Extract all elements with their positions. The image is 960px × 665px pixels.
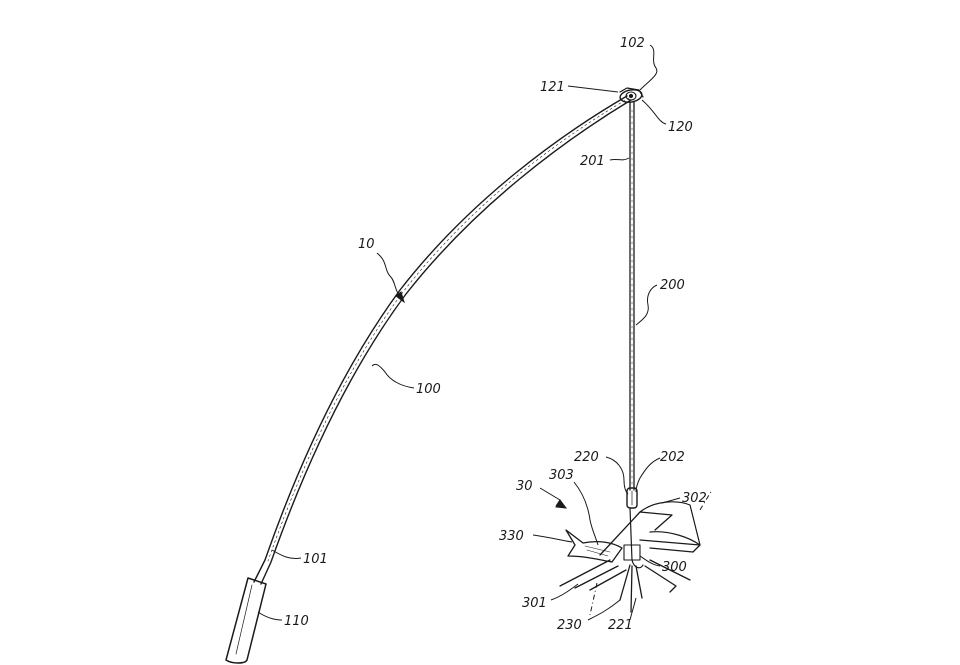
label-330: 330 [499,529,524,544]
handle-shade [235,584,253,655]
label-200: 200 [660,278,685,293]
reference-labels: 102 121 120 201 10 200 100 220 202 30 30… [284,36,707,633]
leader-301 [550,583,579,601]
vertical-line [629,101,635,491]
leader-120 [641,99,667,125]
leader-300 [639,555,661,567]
leader-102 [639,44,658,91]
leader-202 [635,457,661,493]
leader-302 [661,497,681,504]
leader-201 [609,157,630,161]
frame-right [639,539,701,553]
connector-body [626,487,638,509]
frame-legs-b [644,559,691,593]
label-202: 202 [660,450,685,465]
label-221: 221 [608,618,633,633]
leader-30-arrow [555,499,568,509]
leader-220 [605,456,629,495]
label-102: 102 [620,36,645,51]
leader-330 [532,534,573,543]
axis-line-2 [699,489,713,511]
frame-back [599,511,673,556]
hook [629,507,644,569]
handle-body [225,577,267,664]
hook-clip [623,544,641,561]
leader-10 [376,252,402,299]
leader-30 [539,487,561,507]
leader-lines [257,44,681,621]
tip-pin [628,93,634,99]
connector [626,487,638,509]
leader-10-arrow [395,291,405,304]
leader-221 [629,597,637,621]
fish-body [565,529,623,563]
label-120: 120 [668,120,693,135]
tip-ring-inner [625,91,637,101]
fish-shade [584,545,611,557]
leader-110 [257,611,283,621]
label-230: 230 [557,618,582,633]
rod-outline-upper [253,95,628,583]
rod [253,95,632,585]
label-303: 303 [549,468,574,483]
frame-prongs [619,564,643,613]
rod-texture [267,97,630,562]
label-302: 302 [682,491,707,506]
label-121: 121 [540,80,565,95]
leader-101 [271,549,302,559]
rod-outline-lower [260,99,632,585]
label-300: 300 [662,560,687,575]
label-110: 110 [284,614,309,629]
label-201: 201 [580,154,605,169]
leader-100 [371,363,415,389]
handle [225,577,267,664]
label-301: 301 [522,596,547,611]
tip-guide [619,87,644,103]
label-100: 100 [416,382,441,397]
lure-assembly [559,489,713,616]
label-220: 220 [574,450,599,465]
tip-bracket [619,87,644,98]
label-101: 101 [303,552,328,567]
leader-303 [573,481,599,546]
label-30: 30 [516,479,533,494]
label-10: 10 [358,237,375,252]
fin-plate [639,501,701,546]
frame-legs-a [559,559,627,591]
leader-230 [587,599,621,621]
leader-121 [567,85,619,93]
axis-line [589,582,598,616]
leader-200 [635,284,658,326]
